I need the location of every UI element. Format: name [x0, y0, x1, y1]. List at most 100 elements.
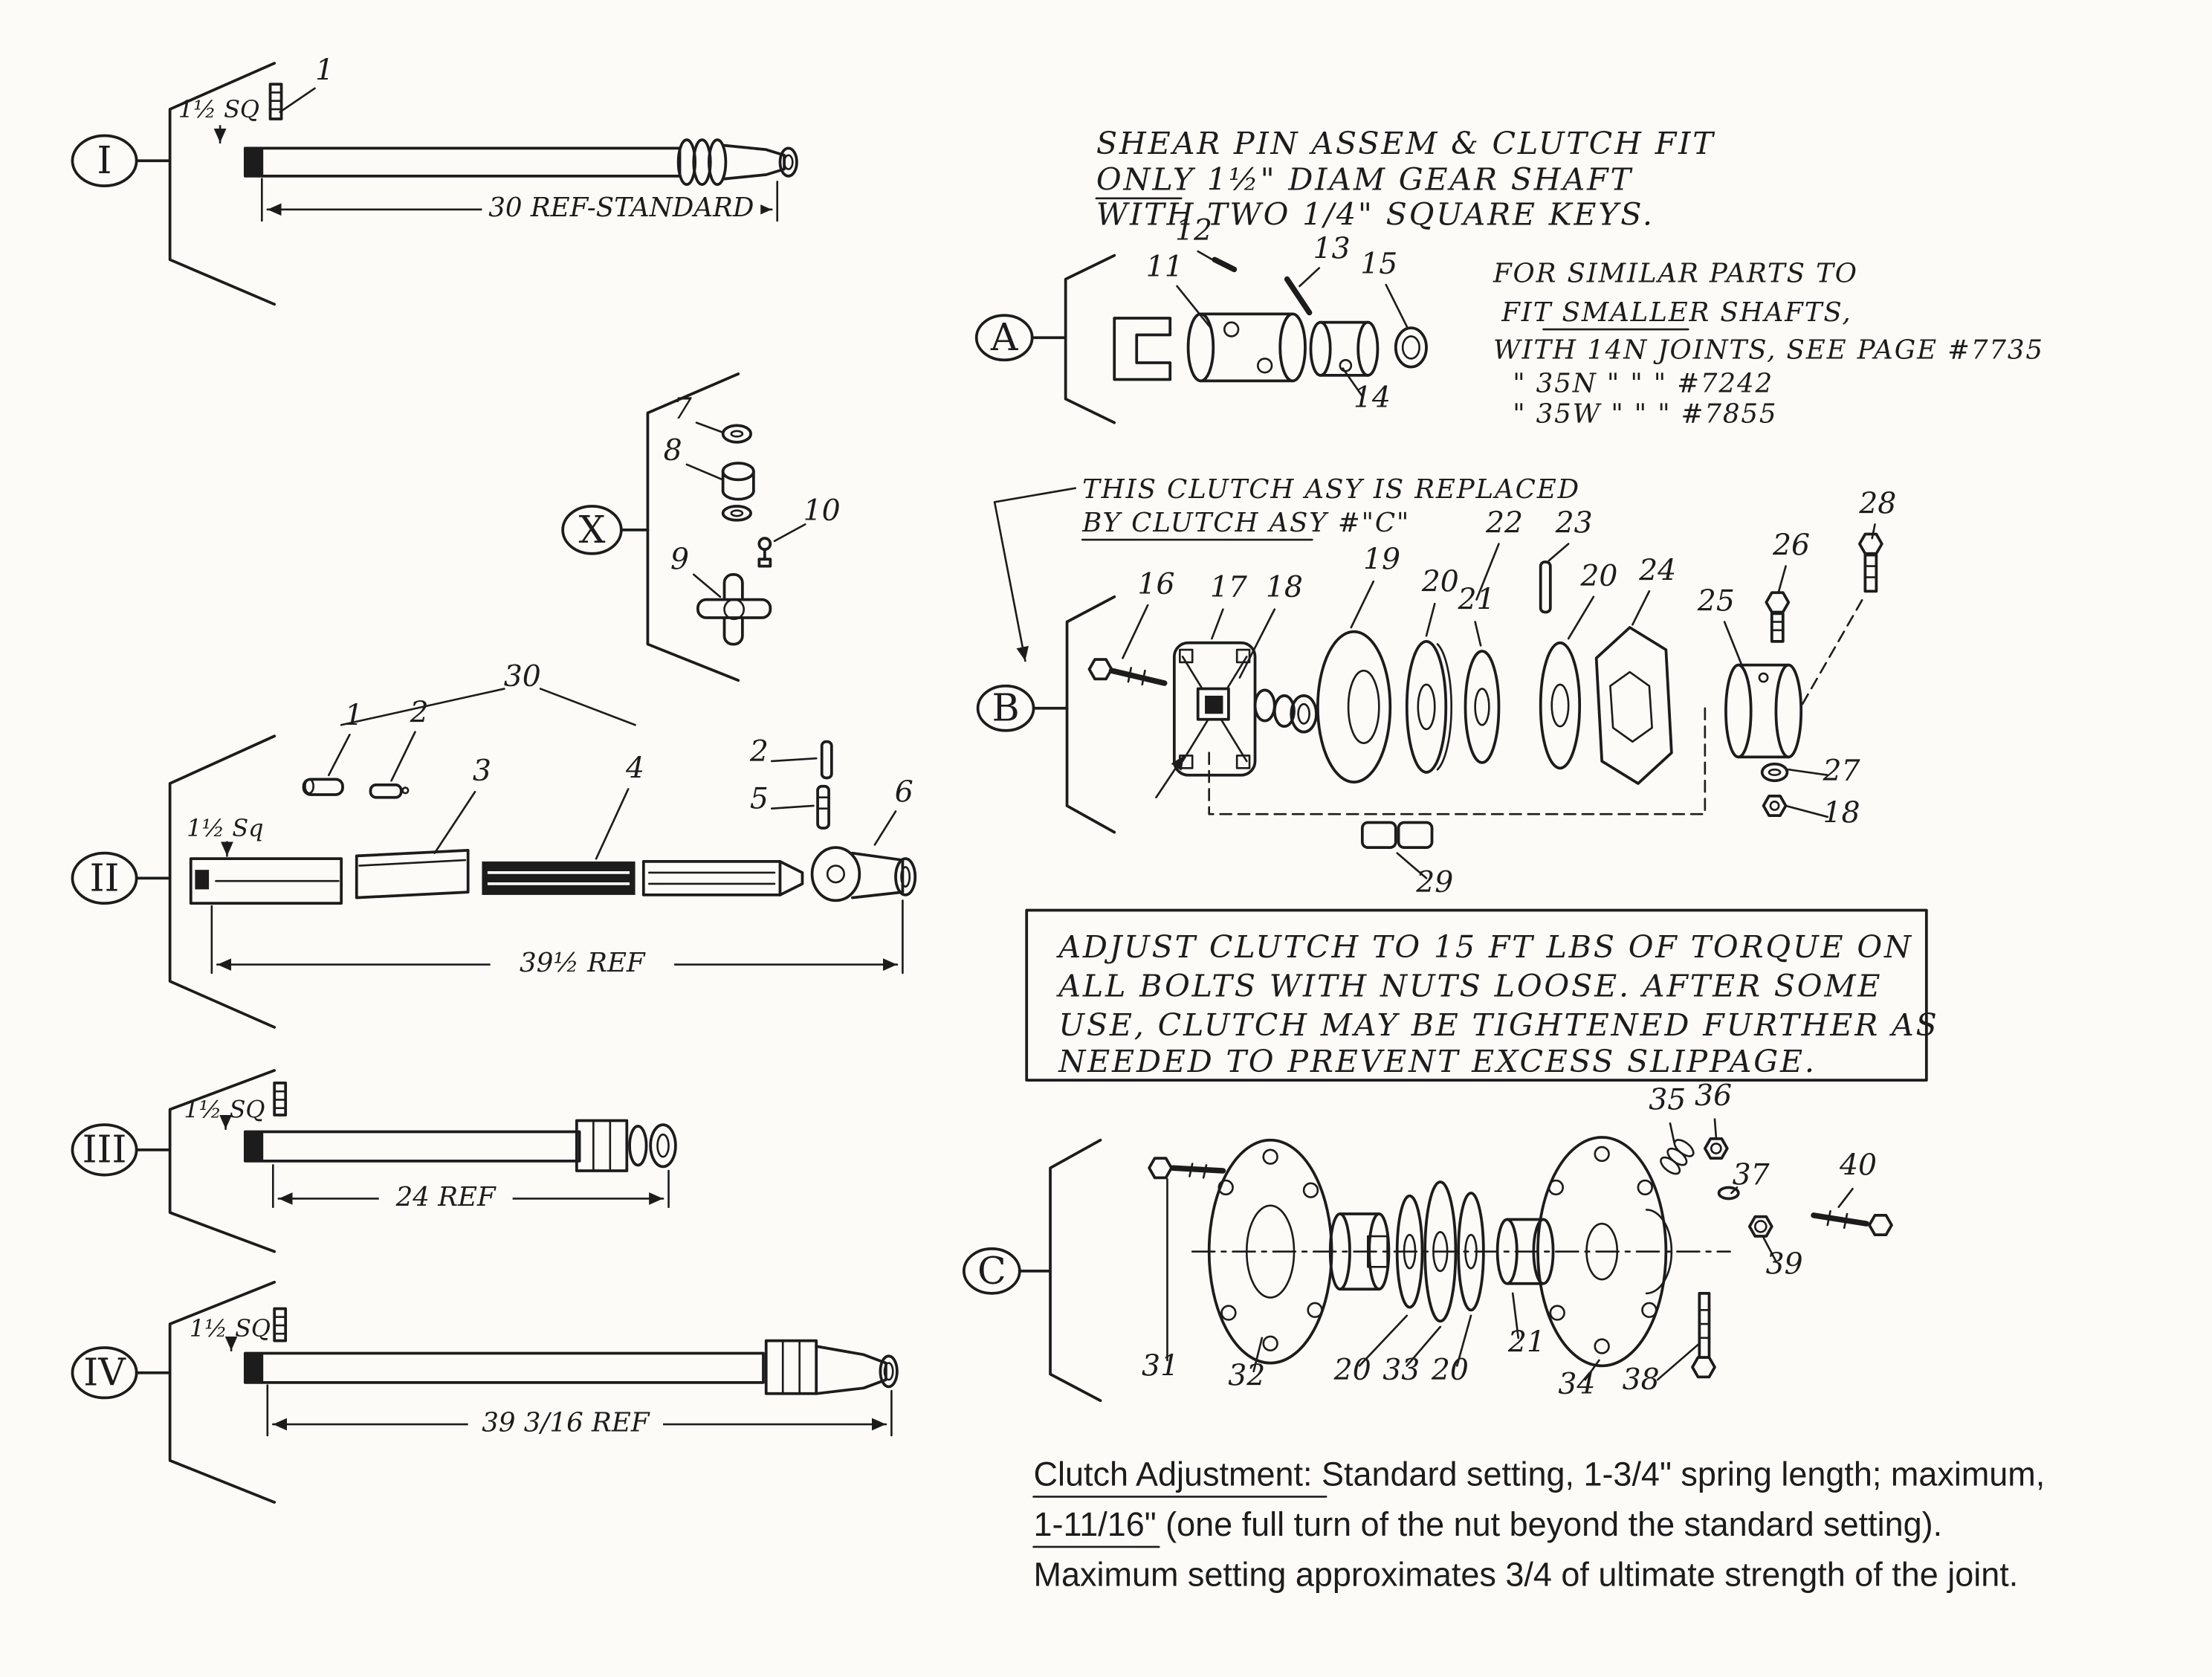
callout-number: 9	[670, 542, 689, 576]
group-callout-30: 30	[504, 659, 541, 694]
callout-leader	[1425, 602, 1436, 637]
note-similar-line3: WITH 14N JOINTS, SEE PAGE #7735	[1493, 335, 2044, 365]
clutch-flange-right	[1536, 1136, 1668, 1368]
callout-leader	[390, 731, 416, 782]
note-similar-line2: FIT SMALLER SHAFTS,	[1501, 297, 1852, 328]
callout-number: 34	[1558, 1367, 1595, 1401]
note-shear-pin: SHEAR PIN ASSEM & CLUTCH FIT ONLY 1½" DI…	[1095, 126, 1715, 232]
callout-number: 20	[1431, 1353, 1469, 1387]
note-adjust-line1: ADJUST CLUTCH TO 15 FT LBS OF TORQUE ON	[1055, 929, 1913, 965]
callout-leader	[1252, 1337, 1264, 1373]
assembly-c-clutch: C	[962, 1136, 1893, 1403]
note-replaced-line2: BY CLUTCH ASY #"C"	[1081, 508, 1410, 538]
dim-ii-square: 1½ Sq	[187, 814, 263, 842]
callout-leader	[1197, 250, 1219, 264]
callout-number: 27	[1822, 754, 1860, 788]
callout-number: 28	[1858, 486, 1896, 520]
bracket-b	[1065, 595, 1116, 834]
callout-leader	[1406, 1325, 1442, 1367]
callout-leader	[1584, 1359, 1600, 1381]
section-label-b: B	[992, 686, 1019, 730]
note-clutch-adjustment-print: Clutch Adjustment: Standard setting, 1-3…	[1032, 1455, 2046, 1593]
bracket-ii	[168, 734, 276, 1029]
callout-number: 2	[749, 734, 769, 769]
section-label-a: A	[990, 315, 1019, 359]
callout-leader	[1211, 608, 1224, 640]
callout-number: 1	[315, 54, 334, 88]
dim-iii-length: 24 REF	[395, 1182, 497, 1212]
callout-number: 39	[1766, 1247, 1803, 1282]
note-shear-line3: WITH TWO 1/4" SQUARE KEYS.	[1096, 196, 1655, 232]
note-similar-line4: " 35N " " " #7242	[1513, 368, 1773, 398]
callout-leader	[1785, 804, 1829, 818]
note-adjust-line4: NEEDED TO PREVENT EXCESS SLIPPAGE.	[1058, 1044, 1817, 1079]
dim-i-square: 1½ SQ	[178, 95, 259, 123]
callout-number: 33	[1382, 1353, 1420, 1387]
callout-leader	[1837, 1188, 1854, 1208]
assembly-i-shaft: I 1½ SQ 30 REF-STANDARD	[71, 62, 798, 306]
note-similar-parts: FOR SIMILAR PARTS TO FIT SMALLER SHAFTS,…	[1493, 258, 2044, 429]
print-line1: Clutch Adjustment: Standard setting, 1-3…	[1034, 1455, 2046, 1493]
callout-number: 7	[673, 392, 692, 426]
assembly-a-shear-pin: A	[974, 253, 1428, 424]
callout-number: 21	[1507, 1325, 1545, 1360]
callout-number: 15	[1360, 247, 1397, 281]
note-leader-b	[993, 487, 1077, 662]
callout-number: 25	[1697, 584, 1735, 618]
note-similar-line1: FOR SIMILAR PARTS TO	[1493, 258, 1858, 288]
section-label-ii: II	[90, 856, 120, 899]
callout-leader	[1342, 367, 1364, 398]
assembly-ii-telescoping-shaft: II 30 1½ Sq 39½ R	[71, 659, 917, 1029]
section-label-x: X	[578, 508, 605, 552]
callout-number: 11	[1146, 250, 1183, 284]
callout-number: 22	[1485, 506, 1523, 540]
note-adjust-clutch-box: ADJUST CLUTCH TO 15 FT LBS OF TORQUE ON …	[1025, 908, 1938, 1082]
callout-leader	[1777, 565, 1787, 592]
callout-number: 24	[1638, 553, 1676, 587]
callout-leader	[770, 804, 815, 810]
callout-leader	[695, 421, 724, 434]
bracket-iii	[168, 1069, 276, 1253]
callout-number: 6	[895, 775, 913, 809]
callout-number: 3	[473, 754, 491, 788]
callout-leader	[1474, 621, 1482, 647]
bracket-i	[168, 62, 276, 306]
assembly-x-ujoint-kit: X	[561, 372, 772, 682]
callout-leader	[327, 734, 351, 777]
section-label-c: C	[977, 1249, 1006, 1293]
print-line3: Maximum setting approximates 3/4 of ulti…	[1034, 1555, 2019, 1593]
print-line2: 1-11/16" (one full turn of the nut beyon…	[1034, 1505, 1943, 1543]
dim-iv-square: 1½ SQ	[190, 1314, 271, 1342]
callout-number: 19	[1363, 542, 1400, 576]
section-label-i: I	[97, 138, 112, 182]
bracket-iv	[168, 1281, 276, 1504]
callout-number: 29	[1415, 865, 1453, 899]
callout-leader	[1511, 1292, 1520, 1340]
callout-number: 10	[803, 494, 841, 528]
callout-number: 16	[1137, 567, 1174, 601]
note-adjust-line3: USE, CLUTCH MAY BE TIGHTENED FURTHER AS	[1058, 1007, 1938, 1043]
callout-number: 26	[1772, 529, 1810, 563]
note-shear-line1: SHEAR PIN ASSEM & CLUTCH FIT	[1096, 126, 1715, 161]
callout-number: 40	[1839, 1148, 1877, 1183]
callout-leader	[692, 573, 722, 598]
callout-leader	[770, 757, 818, 763]
note-shear-line2: ONLY 1½" DIAM GEAR SHAFT	[1096, 162, 1634, 198]
callout-number: 18	[1266, 570, 1303, 604]
callout-leader	[433, 790, 476, 854]
callout-number: 31	[1142, 1348, 1179, 1383]
callout-number: 20	[1333, 1353, 1371, 1387]
bracket-a	[1064, 253, 1116, 424]
callout-leader	[1713, 1118, 1718, 1139]
callout-leader	[1350, 580, 1375, 629]
note-adjust-line2: ALL BOLTS WITH NUTS LOOSE. AFTER SOME	[1055, 969, 1882, 1004]
section-label-iii: III	[83, 1128, 127, 1172]
callout-number: 23	[1555, 506, 1593, 540]
section-label-iv: IV	[83, 1351, 126, 1395]
callout-leader	[1762, 1236, 1777, 1263]
spring	[1660, 1139, 1695, 1175]
assembly-b-clutch: B	[976, 487, 1883, 850]
